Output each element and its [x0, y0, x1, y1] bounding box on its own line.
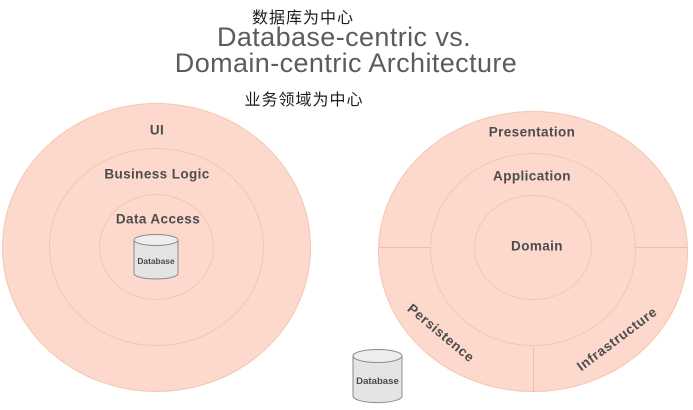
data-access-layer-label: Data Access [115, 211, 201, 227]
external-database-label: Database [356, 376, 399, 387]
right-inner-ring-domain [474, 195, 592, 300]
right-middle-ring-application [430, 153, 636, 346]
chinese-caption-domain-centric: 业务领域为中心 [244, 92, 364, 109]
application-layer-label: Application [493, 168, 571, 184]
business-logic-layer-label: Business Logic [104, 166, 210, 182]
left-middle-ring-business-logic [49, 148, 264, 346]
ui-layer-label: UI [149, 122, 165, 138]
sector-divider-bottom [533, 347, 534, 391]
sector-divider-left [379, 247, 431, 248]
page-title-line1: Database-centric vs. [216, 22, 472, 52]
external-database-cylinder-icon: Database [352, 349, 403, 404]
left-database-label: Database [137, 256, 175, 266]
presentation-layer-label: Presentation [488, 124, 576, 140]
chinese-caption-database-centric: 数据库为中心 [251, 10, 355, 27]
left-inner-ring-data-access [99, 194, 214, 300]
sector-divider-right [635, 247, 687, 248]
page-title-line2: Domain-centric Architecture [174, 48, 518, 78]
database-cylinder-icon: Database [133, 234, 179, 280]
domain-layer-label: Domain [511, 238, 563, 254]
